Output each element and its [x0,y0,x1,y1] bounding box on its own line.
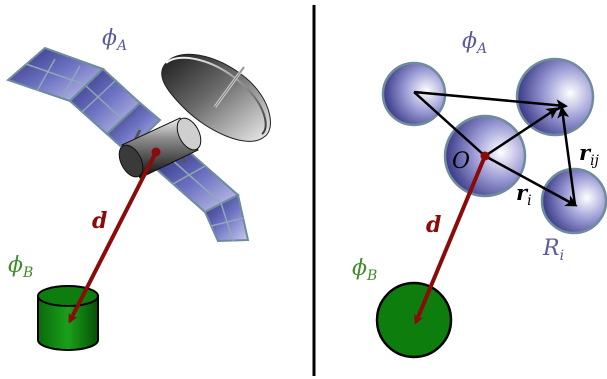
phi-b-label-left: ϕB [8,253,33,281]
satellite-dish [161,53,271,142]
origin-label: O [452,149,470,174]
r-ij-vector [557,106,577,206]
solar-panel-left [6,46,162,154]
phi-b-label-right: ϕB [352,256,377,284]
satellite-group [6,46,271,243]
displacement-arrow-right [414,155,487,325]
vector-to-top-right [484,107,559,158]
phi-a-label-right: ϕA [462,29,487,57]
sphere-top-right [515,57,595,137]
sphere-cluster [381,57,607,235]
r-ij-label: rij [579,140,600,169]
displacement-arrow-left [68,151,158,324]
green-disk [375,281,453,359]
green-cylinder [37,285,99,351]
r-i-label: ri [516,180,532,209]
vector-to-top-left [413,91,486,157]
origin-dot [480,151,490,161]
vector-arrows [413,90,578,207]
d-label-right: d [426,212,441,238]
satellite-body [118,117,202,179]
R-i-label: Ri [542,236,564,264]
r-i-vector [484,154,578,207]
phi-a-label-left: ϕA [102,26,127,54]
vector-top-left-to-top-right [413,90,568,112]
d-label-left: d [92,208,107,234]
